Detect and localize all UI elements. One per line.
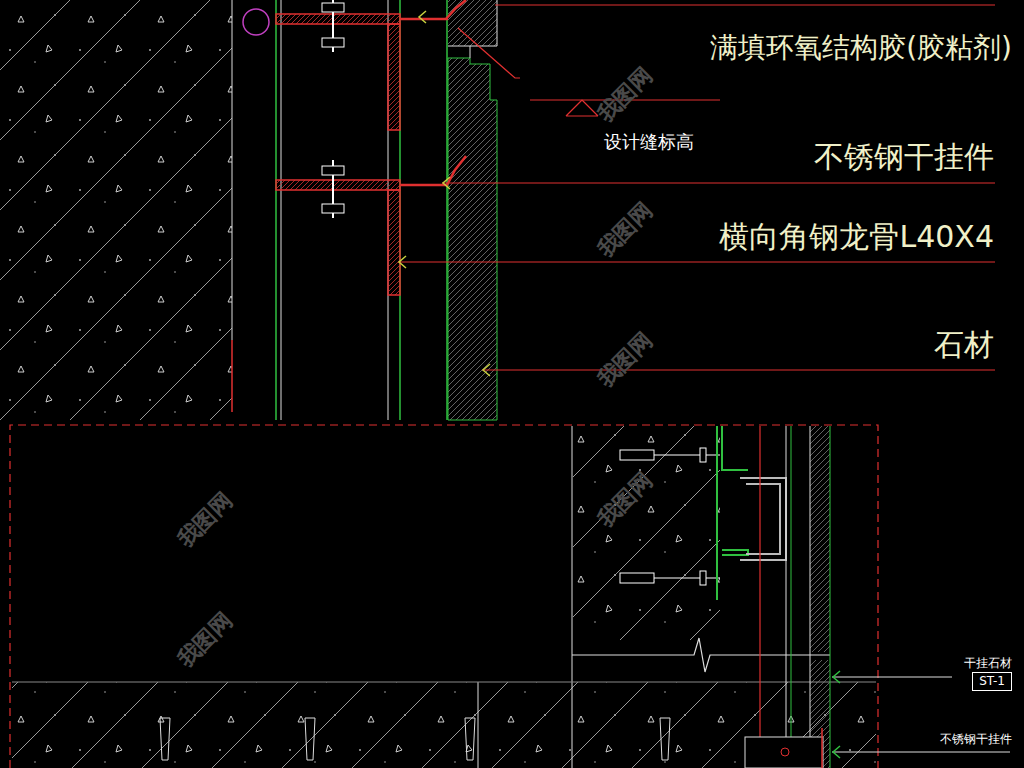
- note-label: 满填环氧结构胶(胶粘剂): [710, 32, 1012, 64]
- part-label: 横向角钢龙骨L40X4: [719, 220, 994, 255]
- tag-code: ST-1: [972, 672, 1012, 690]
- material-tag: 干挂石材 ST-1: [964, 656, 1012, 691]
- watermark: 我图网: [173, 608, 238, 673]
- watermark: 我图网: [593, 328, 658, 393]
- tag-heading: 干挂石材: [964, 656, 1012, 670]
- watermark: 我图网: [593, 198, 658, 263]
- part-label: 不锈钢干挂件: [940, 733, 1012, 747]
- watermark: 我图网: [173, 488, 238, 553]
- part-label: 不锈钢干挂件: [814, 140, 994, 175]
- elevation-label: 设计缝标高: [604, 132, 694, 153]
- part-label: 石材: [934, 328, 994, 363]
- watermark: 我图网: [593, 63, 658, 128]
